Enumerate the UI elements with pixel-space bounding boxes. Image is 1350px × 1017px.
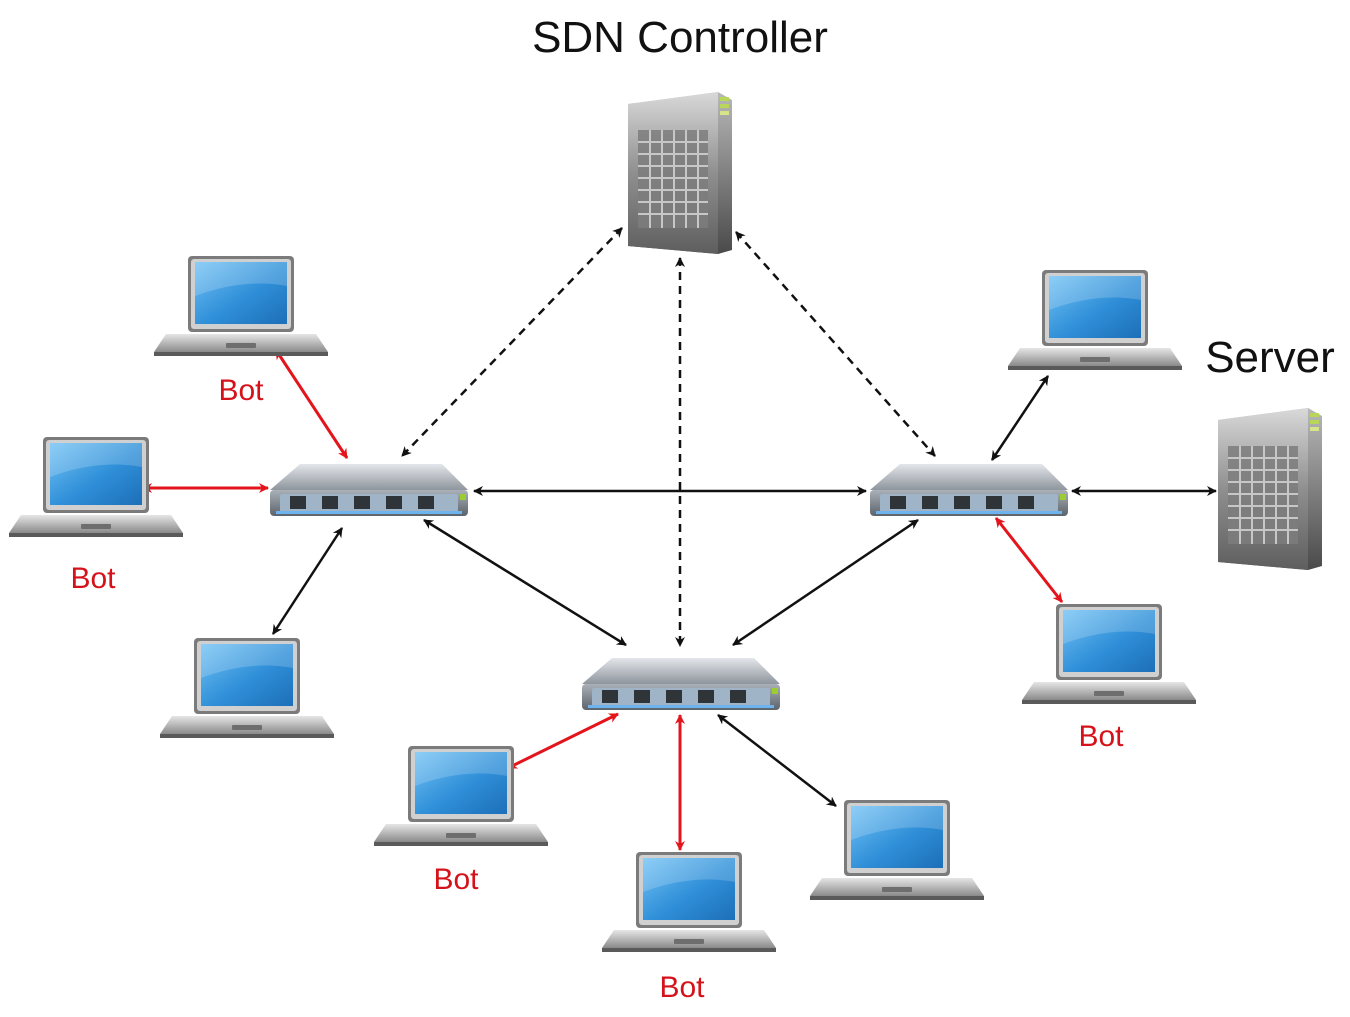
- data-links: [271, 375, 1217, 807]
- link-switch-left-laptop-lower: [271, 527, 344, 635]
- laptop-bottom-right-icon: [810, 800, 984, 900]
- bot-label-bottom-left: Bot: [433, 863, 479, 896]
- link-switch-bottom-laptop-right: [717, 714, 837, 807]
- bot-label-top-left: Bot: [218, 374, 264, 407]
- switch-left-icon: [270, 464, 468, 516]
- controller-label: SDN Controller: [532, 13, 828, 62]
- laptop-bot-bottom-center-icon: [602, 852, 776, 952]
- link-switch-left-switch-bottom: [423, 518, 627, 647]
- link-bot-right: [994, 517, 1064, 603]
- link-switch-right-switch-bottom: [732, 518, 919, 647]
- bot-label-right: Bot: [1078, 720, 1124, 753]
- bot-label-bottom-center: Bot: [659, 971, 705, 1004]
- laptop-top-right-icon: [1008, 270, 1182, 370]
- link-controller-switch-left: [401, 227, 623, 457]
- sdn-controller-server-icon: [627, 91, 733, 255]
- laptop-bot-top-left-icon: [154, 256, 328, 356]
- server-label: Server: [1205, 333, 1335, 382]
- bot-label-far-left: Bot: [70, 562, 116, 595]
- laptop-lower-left-icon: [160, 638, 334, 738]
- switch-right-icon: [870, 464, 1068, 516]
- control-links: [401, 227, 936, 647]
- switch-bottom-icon: [582, 658, 780, 710]
- bot-links: [142, 349, 1064, 851]
- laptop-bot-right-icon: [1022, 604, 1196, 704]
- link-switch-right-laptop-top: [990, 375, 1050, 461]
- target-server-icon: [1217, 407, 1323, 571]
- link-controller-switch-right: [735, 231, 936, 457]
- link-bot-bottom-left: [507, 712, 619, 770]
- link-bot-top-left: [274, 349, 349, 459]
